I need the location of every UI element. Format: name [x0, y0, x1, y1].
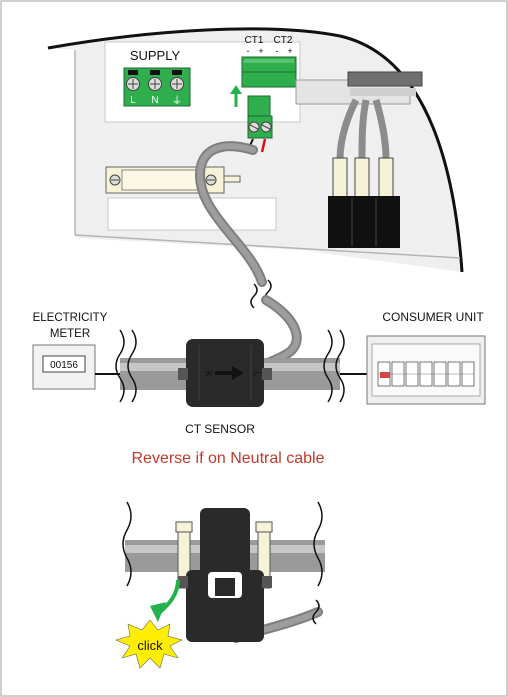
insert-arrow-icon: [230, 85, 242, 107]
supply-cables: [328, 98, 400, 248]
supply-label: SUPPLY: [130, 48, 181, 63]
ct1-label: CT1: [245, 35, 264, 46]
consumer-unit: [366, 335, 486, 405]
sensor-l-mark: L: [251, 371, 262, 377]
ct1-minus: -: [247, 46, 250, 56]
main-cable-break-right: [323, 329, 345, 403]
neutral-warning: Reverse if on Neutral cable: [132, 450, 325, 467]
terminal-n-label: N: [151, 95, 158, 106]
meter-label-line1: ELECTRICITY: [33, 312, 108, 324]
ct-sensor-label: CT SENSOR: [185, 422, 255, 436]
main-cable-break-left: [115, 329, 137, 403]
ct2-minus: -: [276, 46, 279, 56]
ct2-label: CT2: [274, 35, 293, 46]
electricity-meter: [32, 344, 96, 390]
meter-reading: 00156: [50, 360, 78, 371]
meter-label-line2: METER: [50, 328, 90, 340]
consumer-unit-label: CONSUMER UNIT: [382, 310, 484, 324]
ct-socket: [241, 56, 297, 88]
terminal-earth-label: ⏚: [172, 95, 182, 107]
close-arrow-icon: [150, 579, 180, 622]
sensor-k-mark: K: [202, 371, 213, 378]
ct2-plus: +: [287, 46, 292, 56]
din-clip: [105, 166, 241, 194]
ct-clamp-open: [175, 508, 273, 642]
direction-arrow-icon: [215, 366, 244, 380]
terminal-l-label: L: [130, 95, 136, 106]
click-burst-icon: [115, 619, 183, 669]
clamp-cable-break: [122, 501, 323, 587]
click-label: click: [137, 638, 163, 653]
supply-terminal-block: [123, 67, 191, 107]
ct1-plus: +: [258, 46, 263, 56]
